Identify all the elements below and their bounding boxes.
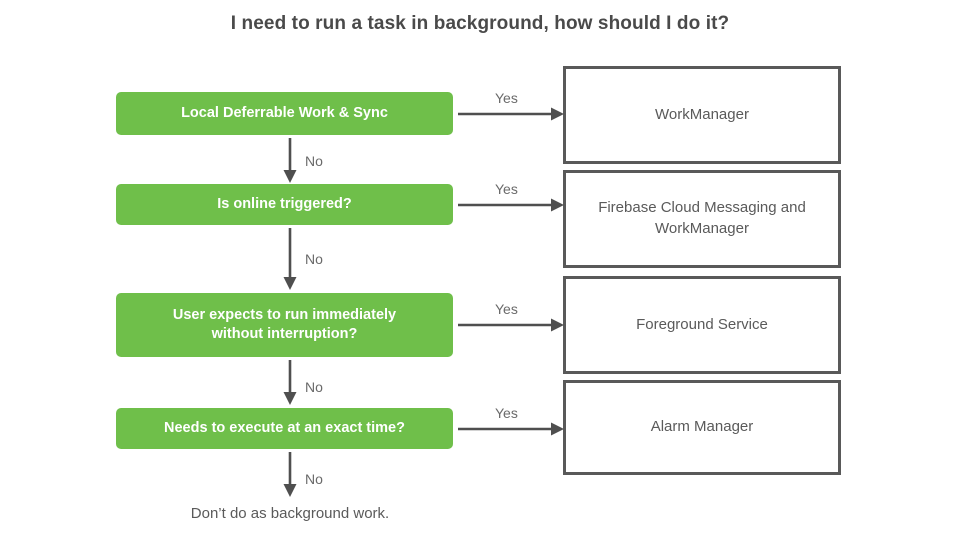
decision-node-text: Is online triggered? (217, 195, 352, 214)
outcome-node-alarm-manager[interactable]: Alarm Manager (563, 380, 841, 475)
edge-label-no-1: No (305, 153, 323, 169)
decision-node-is-online-triggered[interactable]: Is online triggered? (116, 184, 453, 225)
decision-line: Needs to execute at an exact time? (164, 419, 405, 436)
arrow-yes-2 (458, 198, 564, 212)
outcome-node-text: Foreground Service (636, 315, 768, 336)
arrow-no-1 (283, 138, 297, 183)
decision-line: Is online triggered? (217, 195, 352, 212)
outcome-node-text: WorkManager (655, 105, 749, 126)
page-title: I need to run a task in background, how … (230, 13, 730, 34)
edge-label-yes-2: Yes (495, 181, 518, 197)
arrow-yes-4 (458, 422, 564, 436)
outcome-node-text: Firebase Cloud Messaging and WorkManager (598, 198, 806, 239)
decision-line: Local Deferrable Work & Sync (181, 104, 388, 121)
outcome-node-workmanager[interactable]: WorkManager (563, 66, 841, 164)
outcome-node-foreground-service[interactable]: Foreground Service (563, 276, 841, 374)
decision-node-user-expects-immediate[interactable]: User expects to run immediately without … (116, 293, 453, 357)
outcome-line: WorkManager (655, 105, 749, 123)
outcome-node-firebase-cloud-messaging-and-workmanager[interactable]: Firebase Cloud Messaging and WorkManager (563, 170, 841, 268)
outcome-line: WorkManager (655, 220, 749, 237)
decision-node-text: User expects to run immediately without … (173, 306, 396, 345)
decision-node-needs-exact-time[interactable]: Needs to execute at an exact time? (116, 408, 453, 449)
arrow-yes-1 (458, 107, 564, 121)
decision-node-text: Local Deferrable Work & Sync (181, 104, 388, 123)
decision-node-text: Needs to execute at an exact time? (164, 419, 405, 438)
arrow-no-4 (283, 452, 297, 497)
terminal-node-dont-do-as-background-work: Don’t do as background work. (190, 505, 390, 522)
outcome-line: Foreground Service (636, 315, 768, 333)
outcome-node-text: Alarm Manager (651, 417, 754, 438)
edge-label-no-4: No (305, 471, 323, 487)
outcome-line: Firebase Cloud Messaging and (598, 199, 806, 217)
edge-label-no-3: No (305, 379, 323, 395)
decision-line: without interruption? (211, 326, 358, 342)
outcome-line: Alarm Manager (650, 418, 754, 436)
decision-node-local-deferrable-work-and-sync[interactable]: Local Deferrable Work & Sync (116, 92, 453, 135)
edge-label-yes-1: Yes (495, 90, 518, 106)
edge-label-yes-4: Yes (495, 405, 518, 421)
arrow-no-2 (283, 228, 297, 290)
arrow-no-3 (283, 360, 297, 405)
edge-label-yes-3: Yes (495, 301, 518, 317)
edge-label-no-2: No (305, 251, 323, 267)
decision-line: User expects to run immediately (172, 306, 397, 323)
arrow-yes-3 (458, 318, 564, 332)
